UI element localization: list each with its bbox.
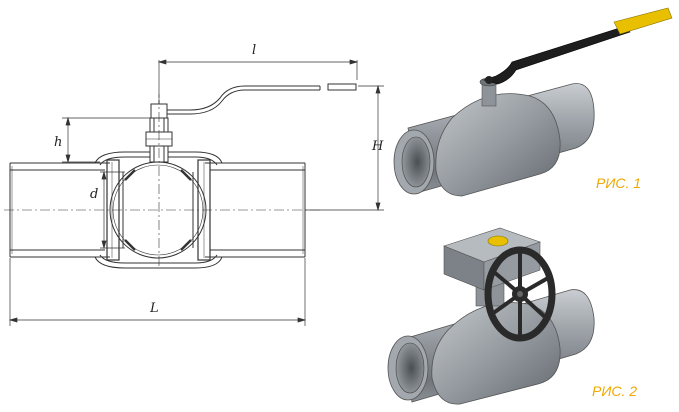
dim-label-l-top: l	[252, 43, 256, 58]
fig1-caption: РИС. 1	[596, 175, 641, 191]
valve-fig2-gearbox	[387, 227, 595, 405]
fig2-caption: РИС. 2	[592, 383, 637, 399]
handle-outline	[167, 85, 320, 111]
dim-label-L: L	[149, 301, 159, 316]
centerlines	[4, 94, 320, 268]
handle-tip	[327, 83, 357, 91]
handle-outline-inner	[167, 89, 320, 115]
lever-grip	[613, 7, 673, 35]
section-drawing	[4, 83, 357, 269]
dim-label-H: H	[371, 139, 384, 154]
valve-fig1-lever	[393, 7, 673, 197]
dim-label-d: d	[90, 187, 98, 202]
dimensions	[8, 59, 384, 326]
dim-label-h: h	[54, 135, 62, 150]
